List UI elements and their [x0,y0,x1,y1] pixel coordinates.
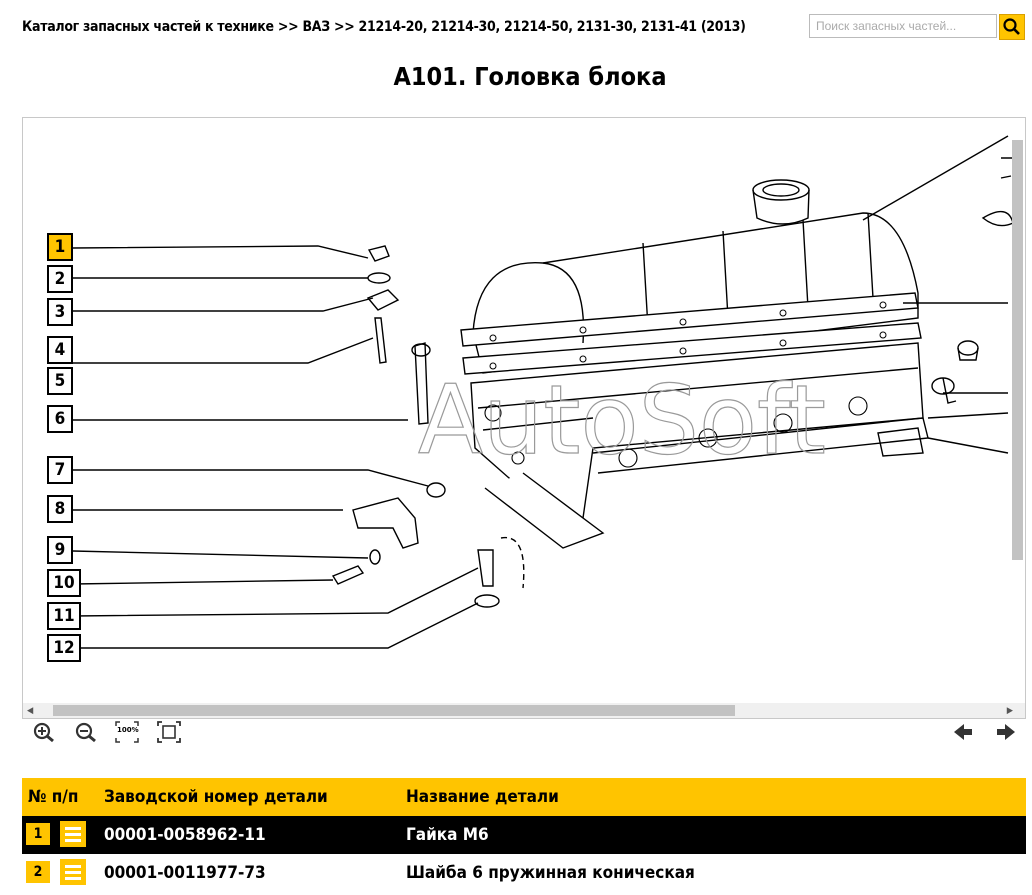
callout-1[interactable]: 1 [47,233,73,261]
search-box [809,14,1025,40]
breadcrumb[interactable]: Каталог запасных частей к технике >> ВАЗ… [22,19,746,35]
horizontal-scrollbar[interactable]: ◀ ▶ [23,703,1025,718]
column-header-part-number: Заводской номер детали [104,787,328,807]
list-icon[interactable] [60,859,86,885]
table-row[interactable]: 2 00001-0011977-73 Шайба 6 пружинная кон… [22,854,1026,892]
part-number: 00001-0058962-11 [104,825,266,845]
zoom-100-label: 100% [117,726,139,734]
scroll-left-icon[interactable]: ◀ [27,706,34,716]
callout-9[interactable]: 9 [47,536,73,564]
row-number: 2 [26,861,50,883]
list-icon[interactable] [60,821,86,847]
callout-12[interactable]: 12 [47,634,81,662]
callout-2[interactable]: 2 [47,265,73,293]
callout-3[interactable]: 3 [47,298,73,326]
fit-screen-icon[interactable] [157,721,181,743]
vertical-scrollbar[interactable] [1012,140,1023,560]
part-name: Гайка М6 [406,825,489,845]
zoom-out-icon[interactable] [74,721,98,743]
callout-6[interactable]: 6 [47,405,73,433]
cylinder-head-diagram: AutoSoft [72,135,1014,649]
page-title: А101. Головка блока [393,62,667,91]
parts-table-header: № п/п Заводской номер детали Название де… [22,778,1026,816]
callout-11[interactable]: 11 [47,602,81,630]
callout-7[interactable]: 7 [47,456,73,484]
search-input[interactable] [809,14,997,38]
callout-8[interactable]: 8 [47,495,73,523]
part-number: 00001-0011977-73 [104,863,266,883]
diagram-viewer[interactable]: AutoSoft 1 2 3 4 5 6 7 8 9 10 11 12 ◀ ▶ [22,117,1026,719]
table-row[interactable]: 1 00001-0058962-11 Гайка М6 [22,816,1026,854]
column-header-num: № п/п [28,787,79,807]
callout-4[interactable]: 4 [47,336,73,364]
part-name: Шайба 6 пружинная коническая [406,863,695,883]
search-icon [1003,18,1020,35]
previous-arrow-icon[interactable] [952,721,974,743]
callout-10[interactable]: 10 [47,569,81,597]
zoom-100-button[interactable]: 100% [115,721,139,743]
search-button[interactable] [999,14,1025,40]
zoom-100-icon [115,721,139,743]
watermark: AutoSoft [418,366,826,476]
scroll-right-icon[interactable]: ▶ [1006,706,1013,716]
column-header-name: Название детали [406,787,559,807]
next-arrow-icon[interactable] [995,721,1017,743]
row-number: 1 [26,823,50,845]
zoom-in-icon[interactable] [32,721,56,743]
callout-5[interactable]: 5 [47,367,73,395]
scrollbar-thumb[interactable] [53,705,735,716]
